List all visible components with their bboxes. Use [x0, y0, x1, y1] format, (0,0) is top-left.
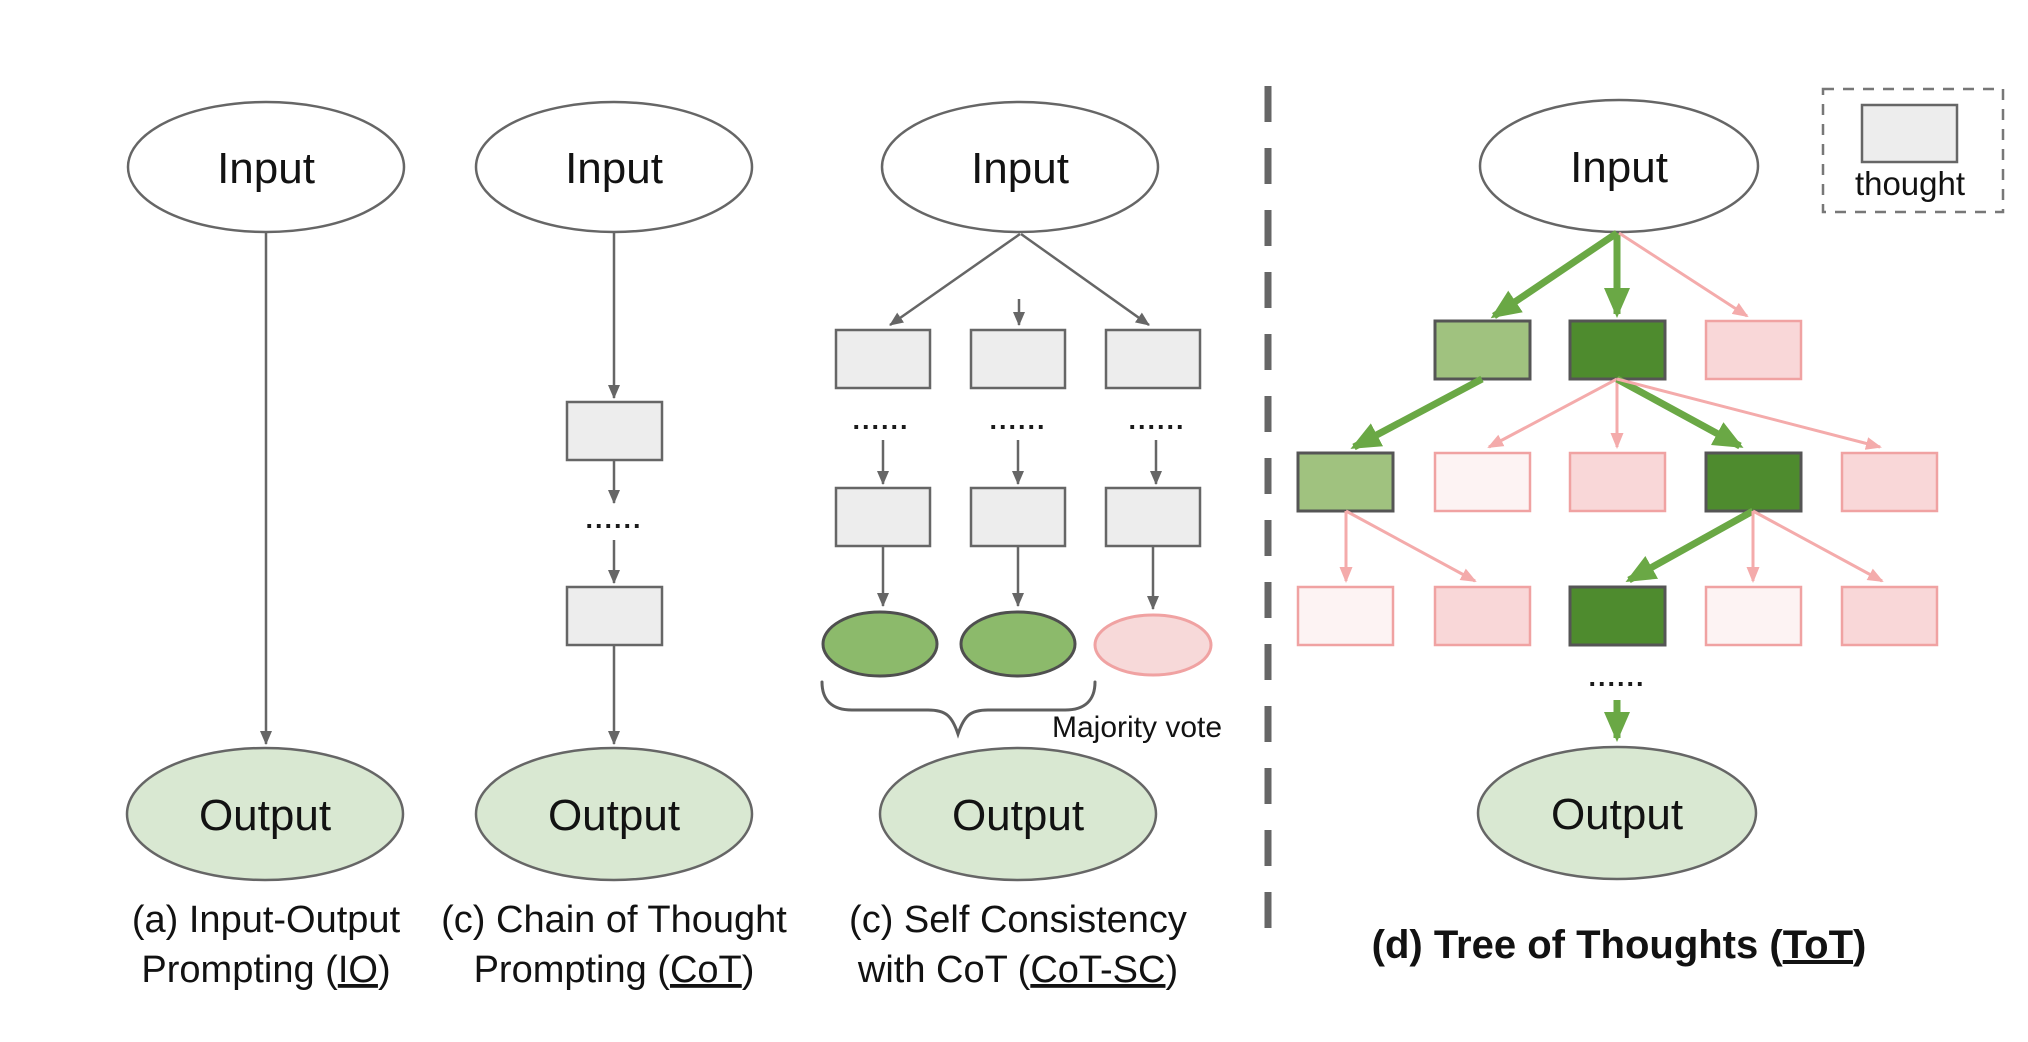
tot-l1-box-pink: [1704, 319, 1803, 381]
panel-cot: Input ...... Output (c) Chain of Thought…: [441, 100, 787, 991]
sc-thought-box-r2c3: [1104, 486, 1202, 548]
sc-fan-arrow-right: [1020, 232, 1150, 327]
tot-l2-box5-pink: [1840, 451, 1939, 513]
tot-l2-box3-pink: [1568, 451, 1667, 513]
tot-l2-box4-dark-green: [1704, 451, 1803, 513]
sc-dots-3: ......: [1128, 405, 1185, 435]
tot-l2-box1-light-green: [1296, 451, 1395, 513]
tot-caption: (d) Tree of Thoughts (ToT): [1372, 923, 1867, 967]
tot-arrow-l1-l2-green-right: [1615, 375, 1744, 450]
io-caption-line2: Prompting (IO): [141, 949, 390, 991]
majority-vote-brace: [820, 680, 1097, 739]
panel-io: Input Output (a) Input-Output Prompting …: [125, 100, 406, 991]
cot-caption-line1: (c) Chain of Thought: [441, 899, 787, 941]
tot-l3-box4-vlight-pink: [1704, 585, 1803, 647]
sc-thought-box-r1c3: [1104, 328, 1202, 390]
sc-vote-ellipse-green-1: [821, 610, 939, 678]
tot-arrow-l1-l2-green-left: [1350, 375, 1484, 451]
tot-l3-box3-dark-green: [1568, 585, 1667, 647]
majority-vote-label: Majority vote: [1052, 711, 1222, 744]
cot-output-ellipse: [474, 746, 754, 882]
io-output-ellipse: [125, 746, 405, 882]
sc-output-ellipse: [878, 746, 1158, 882]
io-input-label: Input: [217, 144, 315, 193]
panel-cot-sc: Input ...... ...... ...... Majority vote…: [820, 100, 1222, 991]
legend-thought-label: thought: [1855, 165, 1965, 202]
tot-arrow-l2-l3-pink-2: [1345, 509, 1477, 583]
tot-l1-box-light-green: [1433, 319, 1532, 381]
sc-dots-2: ......: [989, 405, 1046, 435]
cot-output-label: Output: [548, 791, 680, 840]
tot-dots: ......: [1588, 662, 1645, 692]
sc-input-label: Input: [971, 144, 1069, 193]
tot-legend: thought: [1821, 87, 2005, 214]
tot-output-label: Output: [1551, 790, 1683, 839]
tot-arrow-l1-l2-pink-3: [1616, 377, 1882, 450]
legend-dashed-border: [1821, 87, 2005, 214]
io-output-label: Output: [199, 791, 331, 840]
tot-l1-box-dark-green: [1568, 319, 1667, 381]
tot-l2-box2-vlight-pink: [1433, 451, 1532, 513]
legend-thought-box: [1860, 103, 1959, 164]
sc-vote-ellipse-pink: [1093, 613, 1213, 677]
tot-input-label: Input: [1570, 143, 1668, 192]
cot-caption-line2: Prompting (CoT): [474, 949, 755, 991]
tot-arrow-input-l1-left-green: [1490, 230, 1619, 319]
sc-output-label: Output: [952, 791, 1084, 840]
tot-l3-box1-vlight-pink: [1296, 585, 1395, 647]
sc-thought-box-r1c2: [969, 328, 1067, 390]
sc-thought-box-r2c2: [969, 486, 1067, 548]
sc-vote-ellipse-green-2: [959, 610, 1077, 678]
cot-input-ellipse: [474, 100, 754, 234]
cot-dots: ......: [585, 504, 642, 534]
io-input-ellipse: [126, 100, 406, 234]
tot-l3-box5-pink: [1840, 585, 1939, 647]
tot-arrow-l2-l3-pink-4: [1752, 509, 1884, 583]
sc-thought-box-r1c1: [834, 328, 932, 390]
sc-caption-line1: (c) Self Consistency: [849, 899, 1187, 941]
sc-thought-box-r2c1: [834, 486, 932, 548]
sc-fan-arrow-left: [889, 232, 1021, 327]
tot-output-ellipse: [1476, 745, 1758, 881]
sc-input-ellipse: [880, 100, 1160, 234]
cot-thought-box-2: [565, 585, 664, 647]
cot-thought-box-1: [565, 400, 664, 462]
sc-caption-line2: with CoT (CoT-SC): [857, 949, 1178, 991]
tot-l3-box2-pink: [1433, 585, 1532, 647]
panel-tot: Input thought: [1296, 87, 2005, 967]
tot-arrow-input-l1-right-pink: [1618, 231, 1749, 318]
sc-dots-1: ......: [852, 405, 909, 435]
tot-input-ellipse: [1478, 98, 1760, 234]
cot-input-label: Input: [565, 144, 663, 193]
tot-arrow-l2-l3-green: [1625, 507, 1755, 584]
tot-arrow-l1-l2-pink-1: [1487, 377, 1618, 449]
io-caption-line1: (a) Input-Output: [132, 899, 401, 941]
